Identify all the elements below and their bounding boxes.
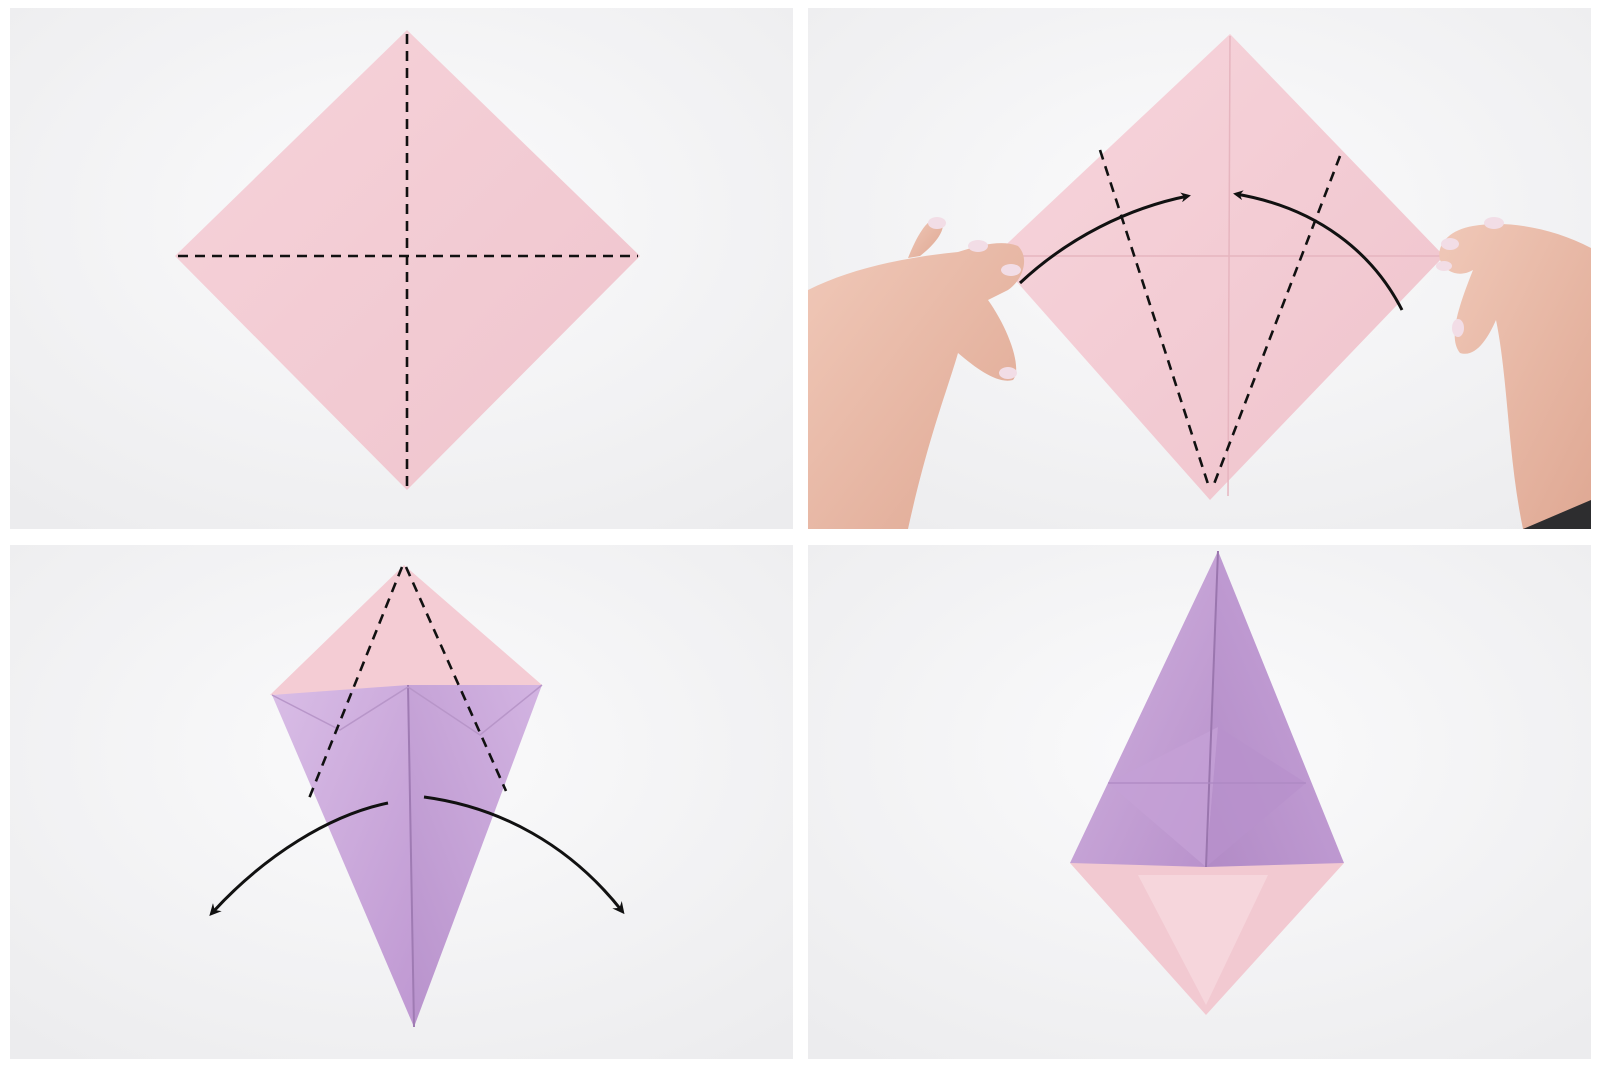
vertical-crease	[1227, 35, 1231, 497]
step-1-illustration	[10, 8, 793, 529]
curved-arrow-left-icon	[1018, 192, 1191, 285]
step-4-illustration	[808, 545, 1591, 1059]
left-kite-fold-line	[306, 566, 404, 802]
step-3-illustration	[10, 545, 793, 1059]
right-inner-flap	[1206, 727, 1306, 867]
curved-arrow-right-icon	[423, 795, 625, 915]
purple-left-flap	[272, 685, 414, 1027]
step-3-photo	[10, 545, 793, 1059]
left-hand	[808, 217, 1025, 529]
center-crease	[407, 684, 415, 1028]
purple-right-flap	[408, 685, 542, 1027]
pink-inner-fold	[1138, 875, 1268, 1005]
step-2-photo	[808, 8, 1591, 529]
right-kite-fold-line	[404, 566, 508, 792]
left-fold-line	[1098, 149, 1210, 485]
center-crease	[1205, 550, 1219, 868]
pink-paper-square	[994, 34, 1444, 500]
right-hand	[1436, 217, 1591, 529]
curved-arrow-right-icon	[1233, 190, 1404, 311]
left-inner-flap	[1108, 727, 1218, 867]
step-2-illustration	[808, 8, 1591, 529]
step-4-photo	[808, 545, 1591, 1059]
right-fold-line	[1212, 155, 1342, 485]
pink-top-triangle	[270, 565, 542, 695]
curved-arrow-left-icon	[209, 801, 389, 916]
flap-crease-right	[407, 684, 543, 736]
flap-crease-left	[271, 686, 409, 731]
step-1-photo	[10, 8, 793, 529]
